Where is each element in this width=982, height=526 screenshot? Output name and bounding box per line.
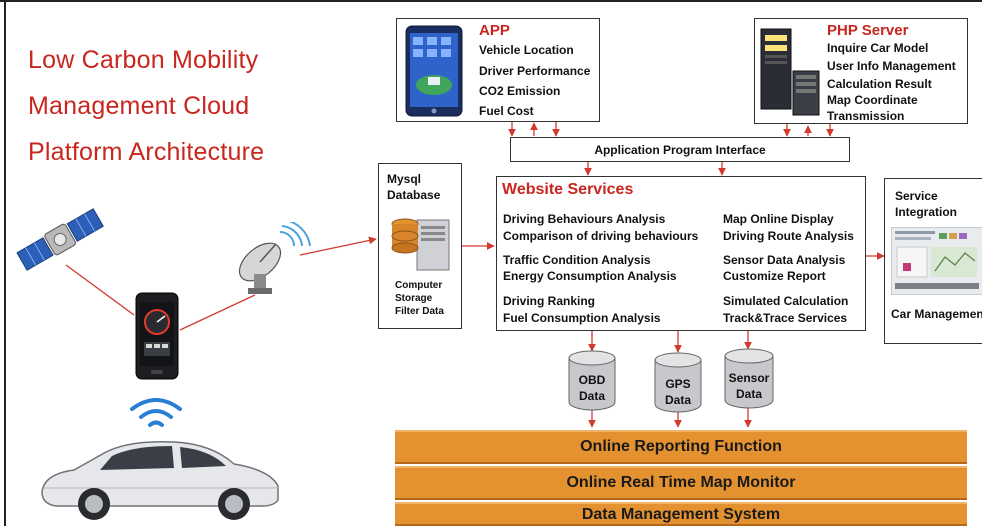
obd-label-line-1: OBD xyxy=(578,373,606,387)
satellite-dish-icon xyxy=(238,222,311,294)
data-management-bar: Data Management System xyxy=(395,502,967,526)
mysql-caption-line-1: Computer xyxy=(395,280,443,291)
app-item-1: Vehicle Location xyxy=(479,43,574,57)
php-item-3: Calculation Result xyxy=(827,77,932,91)
smartphone-icon xyxy=(135,292,179,380)
mysql-title-line-1: Mysql xyxy=(387,172,422,186)
website-services-title: Website Services xyxy=(502,181,634,198)
service-caption: Car Managemen xyxy=(891,307,982,321)
php-server-box: PHP Server Inquire Car Model User Info M… xyxy=(754,18,968,124)
website-right-item-4: Customize Report xyxy=(723,269,826,283)
database-server-icon xyxy=(391,218,450,271)
wifi-icon xyxy=(130,398,182,427)
obd-label-line-2: Data xyxy=(578,389,605,403)
website-left-item-1: Driving Behaviours Analysis xyxy=(503,212,666,226)
obd-data-label: OBD Data xyxy=(567,372,617,404)
website-right-item-6: Track&Trace Services xyxy=(723,311,848,325)
app-title: APP xyxy=(479,22,510,39)
gps-data-cylinder xyxy=(654,352,702,413)
sensor-label-line-1: Sensor xyxy=(728,371,770,385)
website-right-item-3: Sensor Data Analysis xyxy=(723,253,846,267)
app-item-2: Driver Performance xyxy=(479,64,591,78)
php-item-5: Transmission xyxy=(827,109,905,123)
page-title-line-1: Low Carbon Mobility xyxy=(28,46,259,74)
php-item-4: Map Coordinate xyxy=(827,93,918,107)
car-icon xyxy=(41,440,279,520)
website-right-item-5: Simulated Calculation xyxy=(723,294,849,308)
page-title-line-2: Management Cloud xyxy=(28,92,250,120)
service-integration-box: Service Integration Car Managemen xyxy=(884,178,982,344)
app-item-3: CO2 Emission xyxy=(479,84,561,98)
sensor-label-line-2: Data xyxy=(735,387,762,401)
website-right-item-2: Driving Route Analysis xyxy=(723,229,854,243)
website-left-item-2: Comparison of driving behaviours xyxy=(503,229,699,243)
frame-top-line xyxy=(0,0,982,2)
website-left-item-4: Energy Consumption Analysis xyxy=(503,269,677,283)
website-left-item-3: Traffic Condition Analysis xyxy=(503,253,651,267)
mysql-database-box: Mysql Database Computer Storage Filter D… xyxy=(378,163,462,329)
sensor-data-cylinder xyxy=(724,348,774,409)
satellite-icon xyxy=(16,208,104,271)
php-item-1: Inquire Car Model xyxy=(827,41,929,55)
website-services-box: Website Services Driving Behaviours Anal… xyxy=(496,176,866,331)
page-title-line-3: Platform Architecture xyxy=(28,138,265,166)
mysql-caption-line-3: Filter Data xyxy=(395,306,444,317)
sensor-data-label: Sensor Data xyxy=(723,370,775,402)
mysql-title-line-2: Database xyxy=(387,188,441,202)
api-label: Application Program Interface xyxy=(594,143,766,157)
tablet-icon xyxy=(405,25,463,117)
service-title-line-2: Integration xyxy=(895,205,957,219)
gps-data-label: GPS Data xyxy=(653,376,703,408)
dashboard-screenshot-icon xyxy=(891,227,982,295)
mysql-caption-line-2: Storage xyxy=(395,293,433,304)
website-left-item-6: Fuel Consumption Analysis xyxy=(503,311,661,325)
app-item-4: Fuel Cost xyxy=(479,104,534,118)
gps-label-line-1: GPS xyxy=(665,377,691,391)
website-right-item-1: Map Online Display xyxy=(723,212,834,226)
frame-left-line xyxy=(4,0,6,526)
service-title-line-1: Service xyxy=(895,189,938,203)
server-rack-icon xyxy=(760,28,820,116)
obd-data-cylinder xyxy=(568,350,616,411)
website-left-item-5: Driving Ranking xyxy=(503,294,596,308)
php-title: PHP Server xyxy=(827,22,909,39)
realtime-map-monitor-bar: Online Real Time Map Monitor xyxy=(395,466,967,500)
php-item-2: User Info Management xyxy=(827,59,956,73)
app-box: APP Vehicle Location Driver Performance … xyxy=(396,18,600,122)
api-bar: Application Program Interface xyxy=(510,137,850,162)
online-reporting-bar: Online Reporting Function xyxy=(395,430,967,464)
gps-label-line-2: Data xyxy=(664,393,691,407)
